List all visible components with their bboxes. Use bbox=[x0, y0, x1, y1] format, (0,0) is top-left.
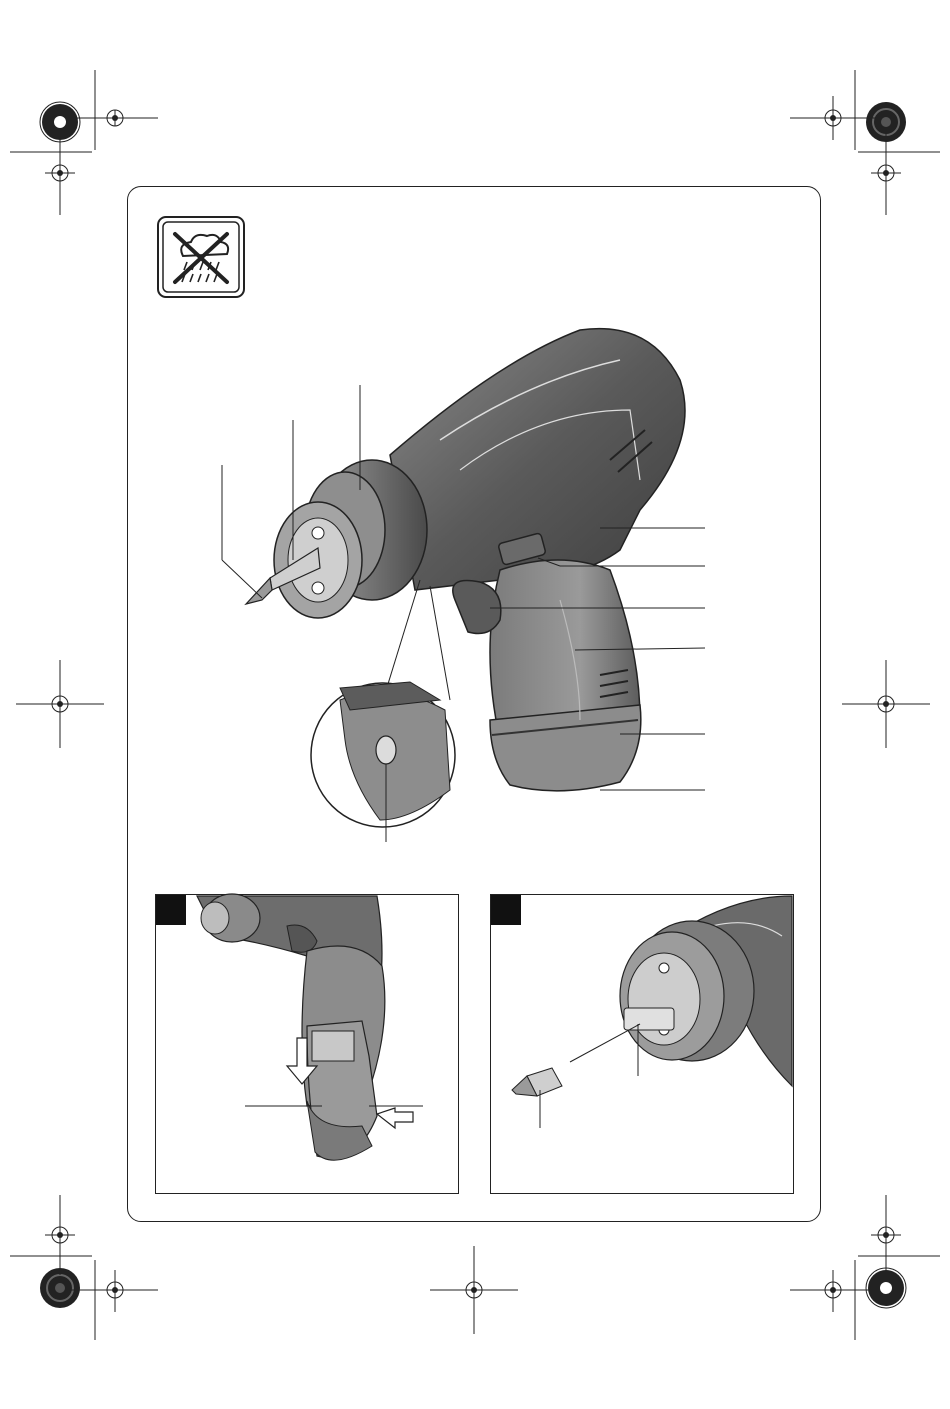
bit-insertion-illustration bbox=[492, 896, 792, 1192]
battery-insertion-illustration bbox=[157, 896, 457, 1192]
cordless-screwdriver-illustration bbox=[200, 320, 760, 860]
no-rain-icon bbox=[157, 216, 247, 298]
